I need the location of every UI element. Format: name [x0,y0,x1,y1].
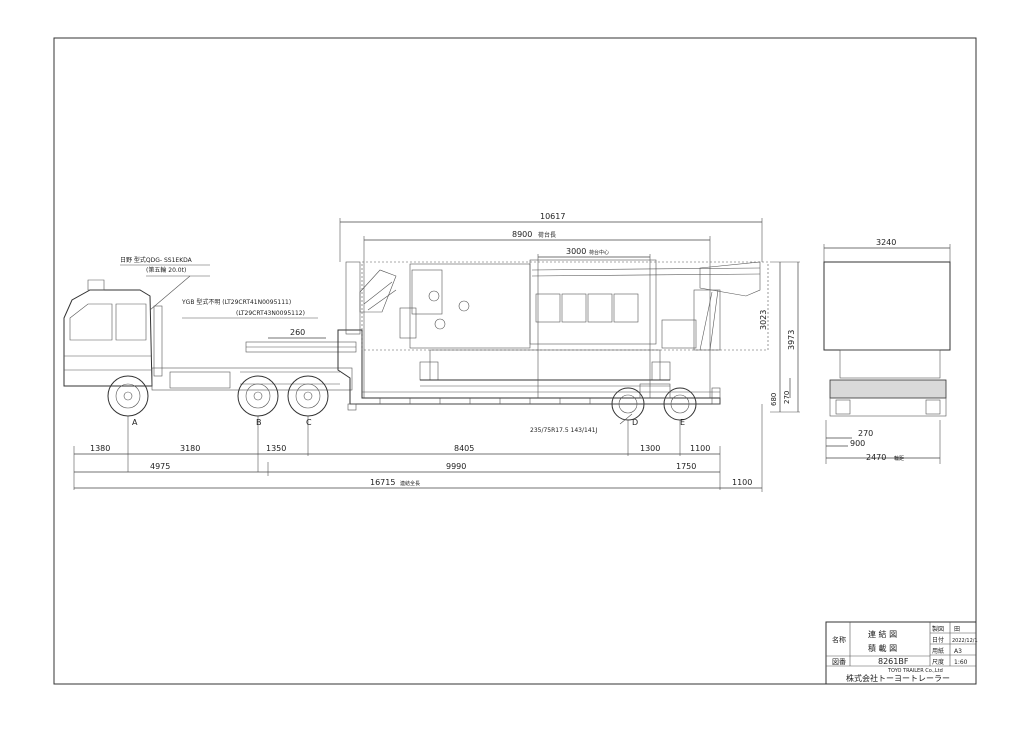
dim-deck-thickness: 270 [783,391,791,404]
drawing-frame [53,37,977,685]
date-label: 日付 [932,636,944,644]
dim-row1-5: 1100 [690,444,710,453]
title-name-line1: 連 結 図 [868,629,897,639]
axle-b: B [256,418,262,427]
made-label: 製図 [932,625,944,633]
crane-load [359,259,769,387]
trailer-label-2: (LT29CRT43N0095112) [236,310,305,317]
dim-row1-2: 1350 [266,444,286,453]
dim-row1-1: 3180 [180,444,200,453]
tractor-label: 日野 型式QDG- SS1EKDA [120,256,193,264]
made-value: 田 [954,626,960,633]
dim-row1-3: 8405 [454,444,474,453]
dim-rear-270: 270 [858,429,873,438]
deck-ticks [379,398,591,404]
axle-e: E [680,418,685,427]
dim-row2-2: 1750 [676,462,696,471]
fifth-wheel-label: (第五輪 20.0t) [146,266,186,274]
title-name-line2: 積 載 図 [868,643,897,653]
dim-row2-1: 9990 [446,462,466,471]
dim-center-dist: 3000 [566,247,586,256]
title-block: 名称 連 結 図 積 載 図 図番 8261BF 製図 田 日付 2022/12… [825,621,978,685]
dim-load-height: 3023 [759,310,768,330]
dim-overall-load-length: 10617 [540,212,565,221]
company-en: TOYO TRAILER Co.,Ltd [887,668,943,674]
axle-markers: A B C D E [127,416,685,472]
dim-fifth-wheel-offset: 260 [290,328,305,337]
axle-c: C [306,418,312,427]
dim-row1-0: 1380 [90,444,110,453]
date-value: 2022/12/1 [952,638,978,644]
dim-total-length-label: 連結全長 [400,480,420,487]
dim-deck-height: 680 [770,393,778,406]
bottom-dimensions: 1380 3180 1350 8405 1300 1100 4975 9990 … [73,404,763,492]
scale-label: 尺度 [932,658,944,666]
dim-bed-length-label: 荷台長 [538,231,556,239]
rear-view: 3240 270 900 2470 輪距 [823,238,951,464]
company-jp: 株式会社トーヨートレーラー [846,673,950,683]
dim-bed-length: 8900 [512,230,532,239]
dim-row2-0: 4975 [150,462,170,471]
dim-rear-track-label: 輪距 [894,455,904,462]
drawing-no: 8261BF [878,657,909,666]
tire-label: 235/75R17.5 143/141J [530,427,597,434]
lowbed-trailer [337,261,721,421]
dim-rear-900: 900 [850,439,865,448]
trailer-label: YGB 型式不明 (LT29CRT41N0095111) [181,298,291,306]
dim-row1-4: 1300 [640,444,660,453]
paper-label: 用紙 [932,647,944,655]
vehicle-labels: 日野 型式QDG- SS1EKDA (第五輪 20.0t) YGB 型式不明 (… [120,256,318,319]
paper-value: A3 [954,648,962,655]
drawing-no-label: 図番 [832,658,846,666]
dim-rear-track: 2470 [866,453,886,462]
dim-rear-overhang: 1100 [732,478,752,487]
axle-d: D [632,418,638,427]
dim-total-length: 16715 [370,478,395,487]
side-dimensions: 10617 8900 荷台長 3000 荷台中心 260 3023 3973 6… [268,212,800,434]
dim-overall-height: 3973 [787,330,796,350]
scale-value: 1:60 [954,659,968,666]
dim-center-dist-label: 荷台中心 [589,249,609,256]
title-name-label: 名称 [832,635,846,644]
dim-rear-width: 3240 [876,238,896,247]
axle-a: A [132,418,138,427]
